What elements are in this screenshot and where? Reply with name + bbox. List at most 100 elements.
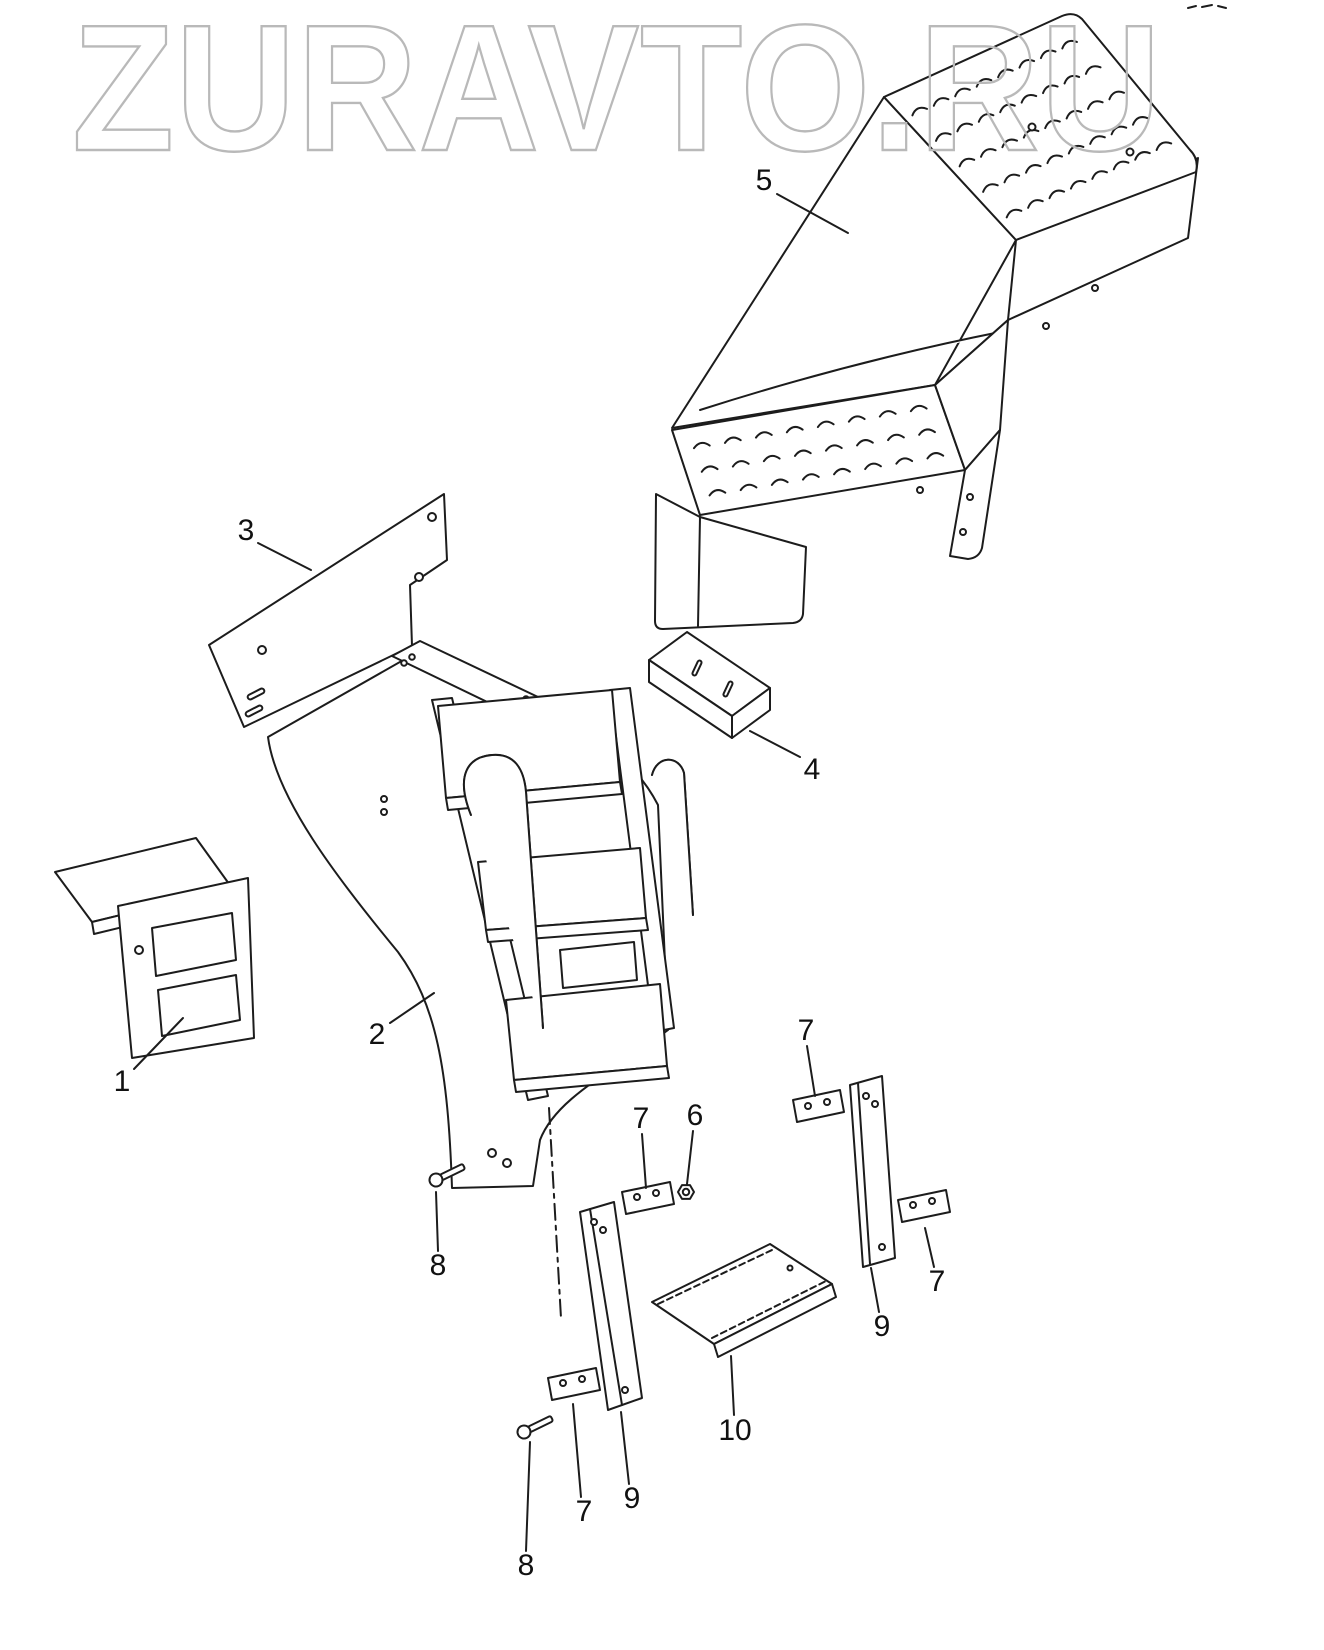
part-8-bolt [428, 1163, 466, 1188]
nut-bore [681, 1187, 691, 1197]
louver-slot [824, 444, 843, 452]
sheet-cutout [559, 941, 638, 989]
louver-slot [1091, 170, 1108, 180]
louver-slot [1155, 141, 1173, 152]
hole [862, 1092, 870, 1100]
hole [578, 1375, 586, 1383]
outline [621, 1181, 675, 1215]
part-7-plate [547, 1367, 601, 1401]
leader-line-part7 [806, 1045, 816, 1097]
louver-slot [1063, 74, 1081, 85]
hole [134, 945, 144, 955]
louver-slot [932, 97, 950, 107]
part-2-support [267, 640, 694, 1319]
fender-lower-step [671, 384, 966, 516]
louver-slot [856, 439, 874, 447]
slot [244, 704, 264, 718]
louver-slot [926, 452, 945, 460]
hole [590, 1218, 598, 1226]
watermark-text: ZURAVTO.RU [72, 0, 1162, 189]
ladder-step-3 [505, 983, 670, 1093]
bend-line [589, 1208, 623, 1406]
hole [408, 653, 416, 661]
hole [871, 1100, 879, 1108]
hole [400, 659, 408, 667]
part-3-plate [208, 493, 448, 728]
louver-slot [1112, 160, 1130, 171]
louver-slot [887, 433, 905, 442]
corner-mark [1201, 4, 1213, 8]
louver-slot [935, 132, 952, 142]
louver-slot [954, 87, 971, 98]
hole [804, 1102, 812, 1110]
bracket-left [648, 659, 733, 739]
louver-slot [1134, 151, 1151, 161]
louver-slot [1018, 58, 1036, 69]
hole [414, 572, 424, 582]
louver-slot [1108, 90, 1126, 101]
leader-line-part7 [572, 1403, 582, 1498]
leader-line-part3 [257, 542, 312, 571]
outline [883, 13, 1198, 241]
hole [633, 1193, 641, 1201]
louver-slot [1061, 39, 1078, 50]
skirt-fold [697, 516, 701, 627]
leader-line-part7 [924, 1227, 935, 1268]
hole [1125, 147, 1135, 157]
hole [380, 808, 388, 816]
louver-slot [864, 462, 882, 471]
louver-slot [975, 78, 993, 88]
hole [599, 1226, 607, 1234]
louver-slot [708, 489, 727, 497]
bracket-window [157, 974, 241, 1037]
edge [513, 1065, 670, 1093]
leader-line-part4 [749, 730, 801, 758]
hole [966, 493, 974, 501]
louver-slot [739, 483, 758, 492]
louver-slot [1027, 199, 1044, 209]
serration [657, 1249, 773, 1305]
louver-slot [723, 436, 742, 444]
bolt-head [516, 1424, 532, 1440]
outline [208, 493, 448, 728]
hole [823, 1098, 831, 1106]
louver-slot [1005, 208, 1023, 219]
bracket-window [151, 912, 237, 977]
louver-slot [1048, 189, 1066, 200]
hole [928, 1197, 936, 1205]
bend-line [857, 1082, 871, 1265]
louver-slot [1132, 116, 1149, 126]
louver-slot [1110, 125, 1128, 136]
centerline [548, 1107, 562, 1319]
leader-line-part6 [686, 1130, 694, 1185]
louver-slot [754, 431, 773, 439]
fold-line [699, 331, 1001, 411]
louver-slot [982, 183, 999, 193]
louver-slot [1044, 119, 1061, 130]
louver-slot [997, 68, 1014, 79]
louver-slot [833, 467, 851, 476]
hole [559, 1379, 567, 1387]
leader-line-part2 [389, 992, 435, 1024]
hole [257, 645, 267, 655]
louver-slot [847, 415, 866, 423]
part-9-strap [849, 1075, 896, 1268]
slot [691, 659, 703, 677]
corner-mark [1187, 5, 1197, 9]
part-4-bracket [648, 631, 771, 739]
hole [487, 1148, 497, 1158]
louver-slot [1087, 100, 1104, 110]
outline [897, 1189, 951, 1223]
hole [652, 1189, 660, 1197]
leader-line-part8 [435, 1191, 439, 1252]
part-7-plate [621, 1181, 675, 1215]
hole [1027, 122, 1037, 132]
hole [1042, 322, 1050, 330]
outline [505, 983, 668, 1081]
part-1-step [54, 837, 255, 1059]
leader-line-part1 [133, 1017, 184, 1070]
fender-corner [949, 429, 1001, 560]
leader-line-part8 [525, 1441, 531, 1552]
